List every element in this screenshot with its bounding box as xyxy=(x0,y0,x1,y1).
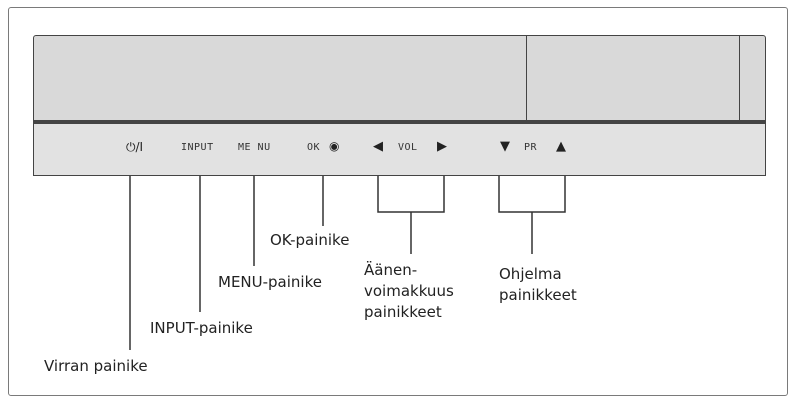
menu-button-caption: MENU-painike xyxy=(218,273,322,291)
volume-caption-line-3: painikkeet xyxy=(364,303,442,321)
tv-sensor-window xyxy=(526,35,740,121)
ok-dot-icon: ◉ xyxy=(329,139,340,153)
volume-caption-line-1: Äänen- xyxy=(364,261,418,279)
vol-left-arrow-icon: ◀ xyxy=(373,139,383,154)
volume-bracket xyxy=(377,176,445,213)
volume-buttons-caption: Äänen- voimakkuus painikkeet xyxy=(364,260,454,323)
input-button-caption: INPUT-painike xyxy=(150,319,253,337)
pr-up-arrow-icon: ▲ xyxy=(556,139,566,154)
menu-button-label: ME NU xyxy=(238,142,271,153)
ok-button-caption: OK-painike xyxy=(270,231,350,249)
diagram-frame xyxy=(8,7,788,396)
power-button-caption: Virran painike xyxy=(44,357,148,375)
program-bracket xyxy=(498,176,566,213)
vol-right-arrow-icon: ▶ xyxy=(437,139,447,154)
program-caption-line-2: painikkeet xyxy=(499,286,577,304)
ok-button-label: OK xyxy=(307,142,321,153)
program-buttons-caption: Ohjelma painikkeet xyxy=(499,264,577,306)
program-caption-line-1: Ohjelma xyxy=(499,265,562,283)
power-button-icon: ⏻/I xyxy=(126,140,144,154)
volume-caption-line-2: voimakkuus xyxy=(364,282,454,300)
input-button-label: INPUT xyxy=(181,142,214,153)
vol-label: VOL xyxy=(398,142,418,153)
tv-control-strip xyxy=(33,121,766,176)
tv-front-panel xyxy=(33,35,766,121)
pr-down-arrow-icon: ▼ xyxy=(500,139,510,154)
pr-label: PR xyxy=(524,142,538,153)
